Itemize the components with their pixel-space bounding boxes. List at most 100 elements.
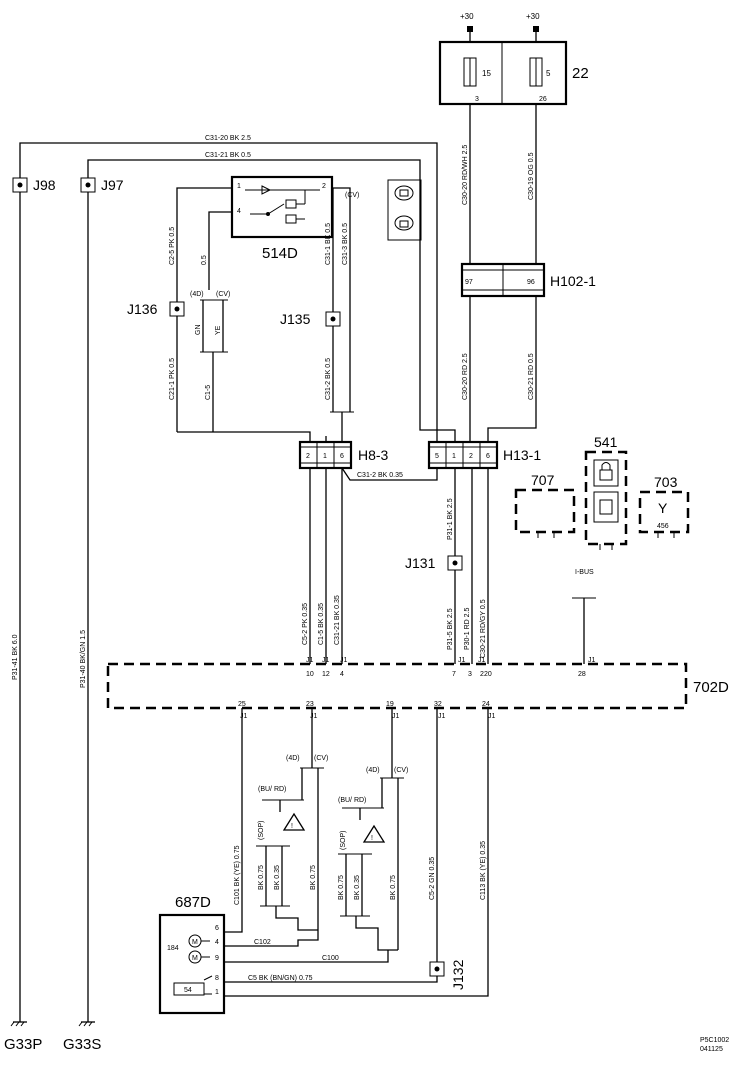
svg-text:2: 2 <box>480 671 484 678</box>
svg-text:8: 8 <box>215 975 219 982</box>
module-707: 707 <box>514 472 576 538</box>
switch-514d-label: 514D <box>262 245 298 262</box>
h13-pin-1: 1 <box>452 453 456 460</box>
junction-j97: J97 <box>101 177 124 193</box>
fuse-box-label: 22 <box>572 65 589 82</box>
drawing-code: P5C1002 <box>700 1037 729 1044</box>
fuse-b-pin: 26 <box>539 96 547 103</box>
junction-j131: J131 <box>405 555 436 571</box>
wire-p31-40: P31-40 BK/GN 1.5 <box>80 630 87 688</box>
svg-text:4: 4 <box>215 939 219 946</box>
wire-c30-19: C30-19 OG 0.5 <box>528 152 535 200</box>
antenna-icon: Y <box>658 500 668 516</box>
h102-pin-97: 97 <box>465 279 473 286</box>
svg-text:J1: J1 <box>240 713 248 720</box>
wire-c102: C102 <box>254 939 271 946</box>
lock-symbol-icon <box>387 179 422 241</box>
svg-text:J1: J1 <box>392 713 400 720</box>
junction-j136: J136 <box>127 301 158 317</box>
svg-text:184: 184 <box>167 945 179 952</box>
wire-c5-2b: C5-2 GN 0.35 <box>429 857 436 900</box>
junction-j135: J135 <box>280 311 311 327</box>
svg-text:24: 24 <box>482 701 490 708</box>
supply-plus30-a: +30 <box>460 12 474 21</box>
supply-plus30-b: +30 <box>526 12 540 21</box>
svg-text:!: ! <box>371 835 373 842</box>
wire-bk075-b: BK 0.75 <box>310 865 317 890</box>
wire-p31-5: P31-5 BK 2.5 <box>447 608 454 650</box>
wire-c31-3: C31-3 BK 0.5 <box>342 223 349 265</box>
svg-text:J1: J1 <box>438 713 446 720</box>
wire-c1-5: C1-5 <box>205 385 212 400</box>
fuse-b-rating: 5 <box>546 69 551 78</box>
module-687d: 6 4 9 8 1 M M 184 54 <box>158 913 226 1015</box>
pins-702d-bottom: 25 J1 23 J1 19 J1 32 J1 24 J1 <box>238 701 496 720</box>
svg-text:J1: J1 <box>488 713 496 720</box>
bu-rd-b: (BU/ RD) <box>338 797 366 804</box>
ground-g33p-symbol <box>10 1021 27 1027</box>
svg-text:19: 19 <box>386 701 394 708</box>
svg-text:J1: J1 <box>306 657 314 664</box>
variant-4d-b: (4D) <box>286 755 300 762</box>
h102-pin-96: 96 <box>527 279 535 286</box>
ground-g33p: G33P <box>4 1036 42 1053</box>
wire-p30-1: P30-1 RD 2.5 <box>464 607 471 650</box>
h13-label: H13-1 <box>503 447 541 463</box>
wire-c5-2: C5-2 PK 0.35 <box>302 603 309 645</box>
fuse-a-rating: 15 <box>482 69 491 78</box>
wire-bk075-d: BK 0.75 <box>390 875 397 900</box>
wire-c30-21b: C30-21 RD/GY 0.5 <box>480 599 487 658</box>
module-702d-label: 702D <box>693 679 729 696</box>
variant-cv-b: (CV) <box>314 755 328 762</box>
ibus-label: I-BUS <box>575 569 594 576</box>
switch-pin2: 2 <box>322 183 326 190</box>
wire-c21-1: C21-1 PK 0.5 <box>169 358 176 400</box>
fuse-box-22: 15 5 3 26 22 <box>438 40 589 106</box>
wire-p31-1: P31-1 BK 2.5 <box>447 498 454 540</box>
pins-702d-top: J1 10 J1 12 J1 4 7 J1 3 J1 2 20 J1 28 <box>306 657 596 678</box>
wire-c5: C5 BK (BN/GN) 0.75 <box>248 975 313 982</box>
warning-icon-b <box>362 824 386 843</box>
wire-c31-21: C31-21 BK 0.5 <box>205 152 251 159</box>
svg-text:28: 28 <box>578 671 586 678</box>
wire-bk075-a: BK 0.75 <box>258 865 265 890</box>
svg-text:25: 25 <box>238 701 246 708</box>
wire-bk035-a: BK 0.35 <box>274 865 281 890</box>
module-687d-label: 687D <box>175 894 211 911</box>
svg-text:541: 541 <box>594 434 618 450</box>
connector-h102-1: 97 96 H102-1 <box>460 262 596 298</box>
h13-pin-5: 5 <box>435 453 439 460</box>
svg-text:J1: J1 <box>340 657 348 664</box>
svg-text:3: 3 <box>468 671 472 678</box>
svg-text:10: 10 <box>306 671 314 678</box>
wire-c30-21: C30-21 RD 0.5 <box>528 353 535 400</box>
wire-0-5: 0.5 <box>201 255 208 265</box>
variant-4d-c: (4D) <box>366 767 380 774</box>
h8-pin-1: 1 <box>323 453 327 460</box>
wire-c30-20b: C30-20 RD 2.5 <box>462 353 469 400</box>
svg-text:32: 32 <box>434 701 442 708</box>
ground-g33s: G33S <box>63 1036 101 1053</box>
wire-ye: YE <box>215 325 222 335</box>
module-703: 703 Y 456 <box>638 474 690 538</box>
svg-text:9: 9 <box>215 955 219 962</box>
h8-pin-6: 6 <box>340 453 344 460</box>
svg-text:12: 12 <box>322 671 330 678</box>
warning-icon-a <box>282 812 306 831</box>
wire-gn: GN <box>195 325 202 336</box>
wire-c31-2: C31-2 BK 0.35 <box>357 472 403 479</box>
fuse-a-pin: 3 <box>475 96 479 103</box>
h102-label: H102-1 <box>550 273 596 289</box>
junction-j98: J98 <box>33 177 56 193</box>
svg-text:!: ! <box>291 823 293 830</box>
h8-label: H8-3 <box>358 447 389 463</box>
sop-b: (SOP) <box>340 831 347 850</box>
h8-pin-2: 2 <box>306 453 310 460</box>
svg-text:1: 1 <box>215 989 219 996</box>
wire-bk035-b: BK 0.35 <box>354 875 361 900</box>
svg-text:4: 4 <box>340 671 344 678</box>
wire-c2-5: C2-5 PK 0.5 <box>169 227 176 265</box>
wire-c31-2v: C31-2 BK 0.5 <box>325 358 332 400</box>
h13-pin-6: 6 <box>486 453 490 460</box>
wire-c31-21b: C31-21 BK 0.35 <box>334 595 341 645</box>
